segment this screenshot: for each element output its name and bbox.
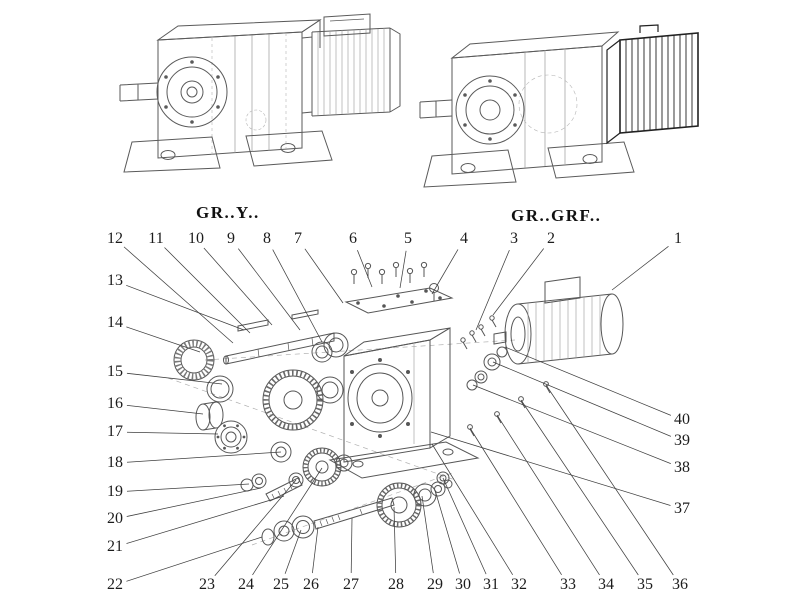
shaft-key-1 <box>237 319 269 332</box>
drawing-grf-unit <box>419 24 699 188</box>
gear-housing <box>328 327 480 479</box>
intermediate-gear-set <box>240 447 353 502</box>
finned-cover <box>606 24 699 145</box>
shaft-key-2 <box>291 309 319 320</box>
variant-label-gry: GR..Y.. <box>196 203 260 222</box>
electric-motor <box>493 276 624 365</box>
gear-bearing <box>316 376 344 404</box>
mount-bolts <box>467 381 551 437</box>
boss-bolt-dots-right <box>463 79 517 141</box>
coupling-parts <box>466 346 508 391</box>
spacer-sleeve <box>195 401 224 431</box>
variant-label-grf: GR..GRF.. <box>511 206 602 225</box>
alignment-lines <box>167 339 516 546</box>
large-gear <box>262 369 324 431</box>
input-shaft <box>223 309 349 365</box>
output-shaft-set <box>261 471 453 546</box>
boss-bolt-dots <box>164 60 220 124</box>
retaining-ring <box>206 375 234 403</box>
exploded-view <box>167 261 624 546</box>
cover-bolts <box>350 261 439 301</box>
drawing-gry-unit <box>119 13 401 173</box>
flange-bolts <box>460 315 497 350</box>
small-ring-18 <box>270 441 292 463</box>
ball-bearing <box>214 420 248 454</box>
seal-ring <box>173 339 215 381</box>
cover-plate <box>344 287 454 314</box>
